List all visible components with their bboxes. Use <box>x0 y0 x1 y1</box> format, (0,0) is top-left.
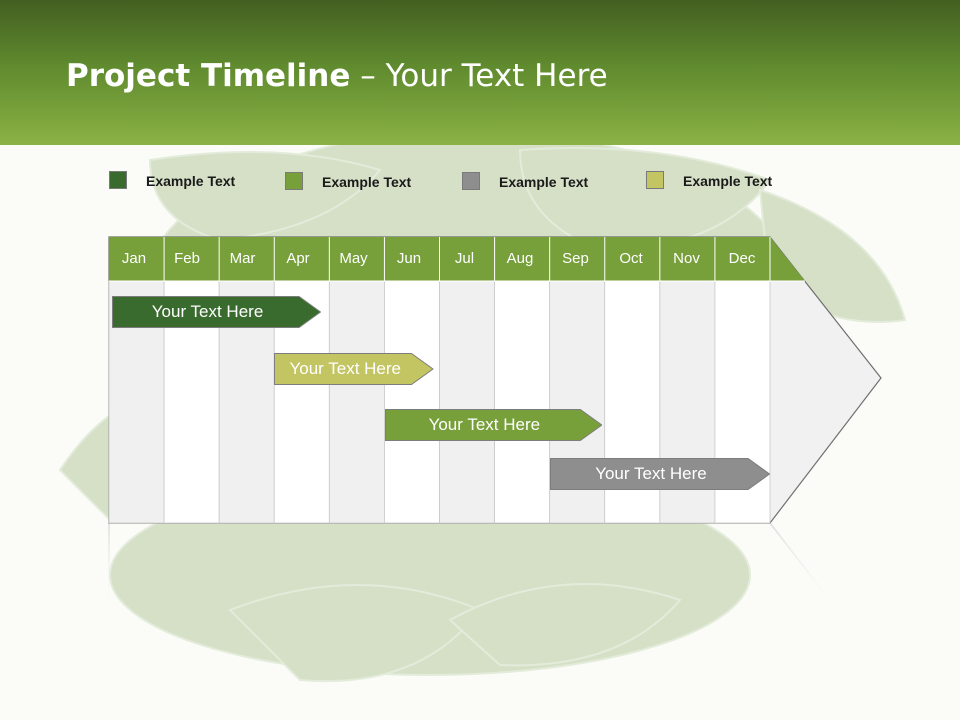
task-arrow-path <box>384 409 602 441</box>
month-label: Apr <box>286 250 310 267</box>
month-header-strip <box>109 237 805 281</box>
legend-swatch-gray <box>462 172 480 190</box>
task-label: Your Text Here <box>595 464 707 483</box>
month-label: May <box>339 250 368 267</box>
legend-swatch-olive <box>646 171 664 189</box>
task-arrow-shape <box>549 458 770 490</box>
month-label: Oct <box>619 250 643 267</box>
month-column <box>328 280 385 524</box>
task-bar[interactable]: Your Text Here <box>274 353 434 385</box>
month-column <box>439 280 495 524</box>
month-label: Nov <box>673 250 700 267</box>
task-arrow-shape <box>112 296 322 328</box>
month-column <box>494 280 551 524</box>
month-column <box>384 280 440 524</box>
task-bar[interactable]: Your Text Here <box>549 458 770 490</box>
legend-label: Example Text <box>683 173 773 189</box>
month-label: Dec <box>728 250 756 267</box>
task-arrow-path <box>549 458 770 490</box>
task-label: Your Text Here <box>151 302 264 321</box>
task-label: Your Text Here <box>289 359 401 378</box>
month-label: Jan <box>121 250 147 267</box>
legend-swatch-dark-green <box>109 171 127 189</box>
month-label: Sep <box>562 250 589 267</box>
timeline-reflection <box>108 522 847 621</box>
page-title: Project Timeline – Your Text Here <box>66 58 608 94</box>
month-label: Jun <box>396 250 422 267</box>
month-label: Jul <box>454 250 475 267</box>
task-bar[interactable]: Your Text Here <box>112 296 322 328</box>
legend-label: Example Text <box>322 174 412 190</box>
month-label: Feb <box>174 250 200 267</box>
task-arrow-path <box>274 353 434 385</box>
legend-label: Example Text <box>499 174 589 190</box>
task-arrow-shape <box>274 353 434 385</box>
task-arrow-path <box>112 296 322 328</box>
month-label: Mar <box>229 250 256 267</box>
task-bar[interactable]: Your Text Here <box>384 409 602 441</box>
legend-label: Example Text <box>146 173 236 189</box>
title-rest: – Your Text Here <box>350 58 608 94</box>
month-label: Aug <box>506 250 534 267</box>
legend-swatch-green <box>285 172 303 190</box>
task-arrow-shape <box>384 409 602 441</box>
task-label: Your Text Here <box>428 415 541 434</box>
title-bold: Project Timeline <box>66 58 351 94</box>
title-bar: Project Timeline – Your Text Here <box>0 0 960 145</box>
